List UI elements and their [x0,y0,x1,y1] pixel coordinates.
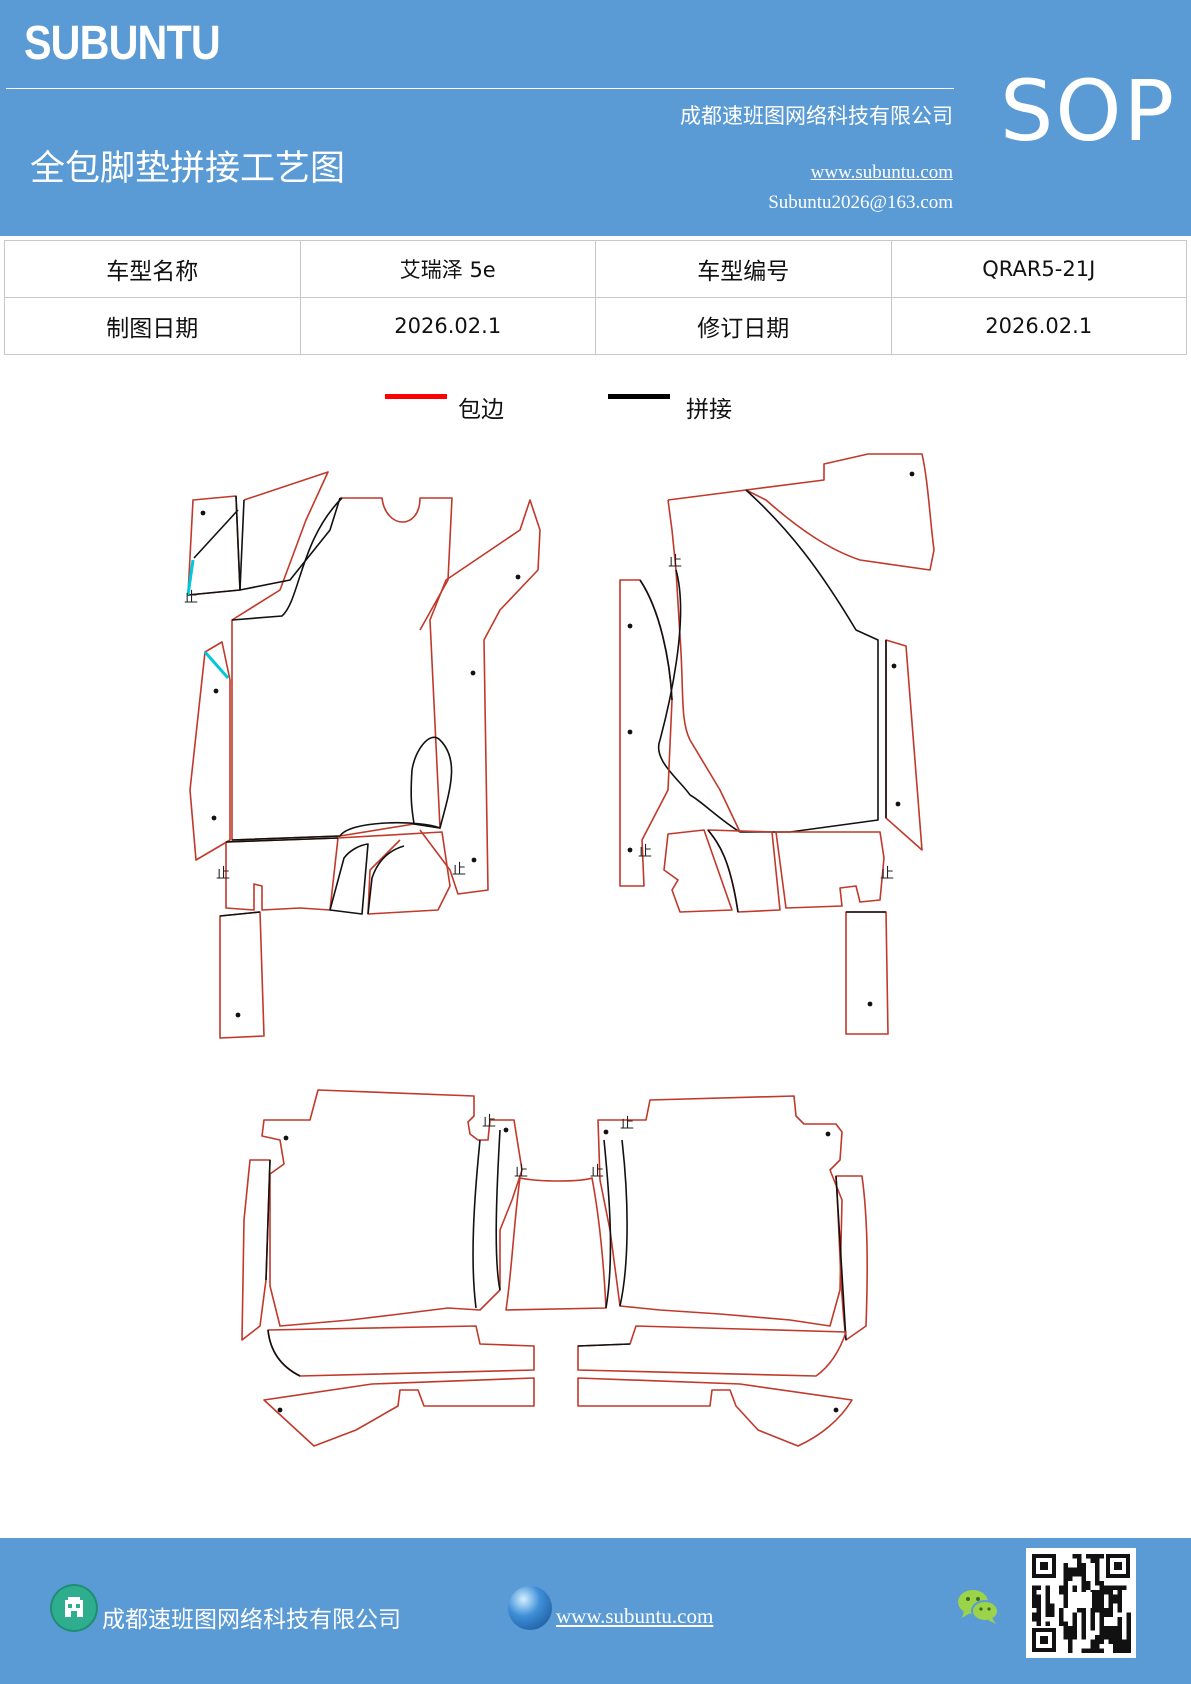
document-title: 全包脚垫拼接工艺图 [30,149,346,189]
anchor-dot [235,1012,241,1018]
mat-piece-rear-left-main [261,1089,523,1327]
label-revise-date: 修订日期 [595,297,892,355]
anchor-dot [200,510,206,516]
mat-piece-left-pillar-strip [187,495,241,596]
anchor-dot [627,847,633,853]
building-icon [52,1586,96,1630]
mat-piece-driver-main [231,471,541,895]
stop-mark: 止 [668,554,682,570]
mat-piece-passenger-front-lower [663,829,733,913]
anchor-dot [895,801,901,807]
wechat-icon[interactable] [956,1586,1000,1626]
anchor-dot [515,574,521,580]
stop-mark: 止 [452,862,466,878]
qr-code[interactable] [1026,1548,1136,1658]
mat-piece-rear-left-side [241,1159,271,1341]
mat-piece-passenger-right-panel [885,639,923,851]
legend-label-edge: 包边 [458,397,504,423]
label-model-code: 车型编号 [595,240,892,298]
label-draw-date: 制图日期 [4,297,301,355]
table-row: 车型名称 艾瑞泽 5e 车型编号 QRAR5-21J [4,240,1187,298]
stop-mark: 止 [880,866,894,882]
table-row: 制图日期 2026.02.1 修订日期 2026.02.1 [4,297,1187,355]
anchor-dot [909,471,915,477]
stop-mark: 止 [184,590,198,606]
header-divider [6,88,954,89]
label-model-name: 车型名称 [4,240,301,298]
anchor-dot [891,663,897,669]
anchor-dot [471,857,477,863]
email-address: Subuntu2026@163.com [768,192,953,213]
mat-piece-rear-center [505,1177,607,1311]
brand-logo: SUBUNTU [24,17,221,70]
mat-piece-rear-right-lower-strip [577,1325,847,1377]
mat-piece-passenger-main [667,453,935,571]
anchor-dot [627,623,633,629]
anchor-dot [867,1001,873,1007]
mat-piece-rear-left-lower-strip [267,1325,535,1377]
stop-mark: 止 [620,1116,634,1132]
mat-piece-left-side-panel [189,641,231,861]
stop-mark: 止 [638,844,652,860]
anchor-dot [283,1135,289,1141]
header: SUBUNTU 成都速班图网络科技有限公司 全包脚垫拼接工艺图 www.subu… [0,0,1191,236]
footer-website-link[interactable]: www.subuntu.com [556,1604,714,1628]
legend-label-seam: 拼接 [686,397,732,423]
legend-swatch-seam [608,394,670,399]
stop-mark: 止 [514,1164,528,1180]
mat-piece-driver-heel-strip [219,911,265,1039]
anchor-dot [825,1131,831,1137]
anchor-dot [603,1129,609,1135]
info-table: 车型名称 艾瑞泽 5e 车型编号 QRAR5-21J 制图日期 2026.02.… [4,240,1187,355]
value-model-name: 艾瑞泽 5e [299,240,596,298]
mat-piece-rear-left-tunnel-strip [263,1377,535,1447]
anchor-dot [211,815,217,821]
value-model-code: QRAR5-21J [890,240,1187,298]
anchor-dot [627,729,633,735]
anchor-dot [470,670,476,676]
anchor-dot [503,1127,509,1133]
anchor-points [200,471,915,1413]
highlight-seam [186,559,195,596]
sop-badge: SOP [1000,62,1177,160]
footer-company-name: 成都速班图网络科技有限公司 [102,1607,401,1633]
anchor-dot [833,1407,839,1413]
legend-swatch-edge [385,394,447,399]
mat-piece-passenger-heel-strip [845,911,889,1035]
legend: 包边 拼接 [0,390,1191,423]
stop-mark: 止 [216,866,230,882]
stop-mark: 止 [590,1164,604,1180]
stop-mark: 止 [482,1114,496,1130]
footer: 成都速班图网络科技有限公司 www.subuntu.com [0,1538,1191,1684]
value-revise-date: 2026.02.1 [890,297,1187,355]
website-link[interactable]: www.subuntu.com [810,162,953,183]
mat-piece-driver-front-lower [225,837,339,911]
value-draw-date: 2026.02.1 [299,297,596,355]
floor-mat-pattern-drawing: 止 止 止 止 止 止 止 止 止 止 [184,453,935,1447]
globe-icon [508,1586,552,1630]
company-name: 成都速班图网络科技有限公司 [680,104,953,128]
anchor-dot [277,1407,283,1413]
anchor-dot [213,688,219,694]
mat-piece-rear-right-main [597,1095,843,1327]
mat-piece-rear-right-tunnel-strip [577,1377,853,1447]
